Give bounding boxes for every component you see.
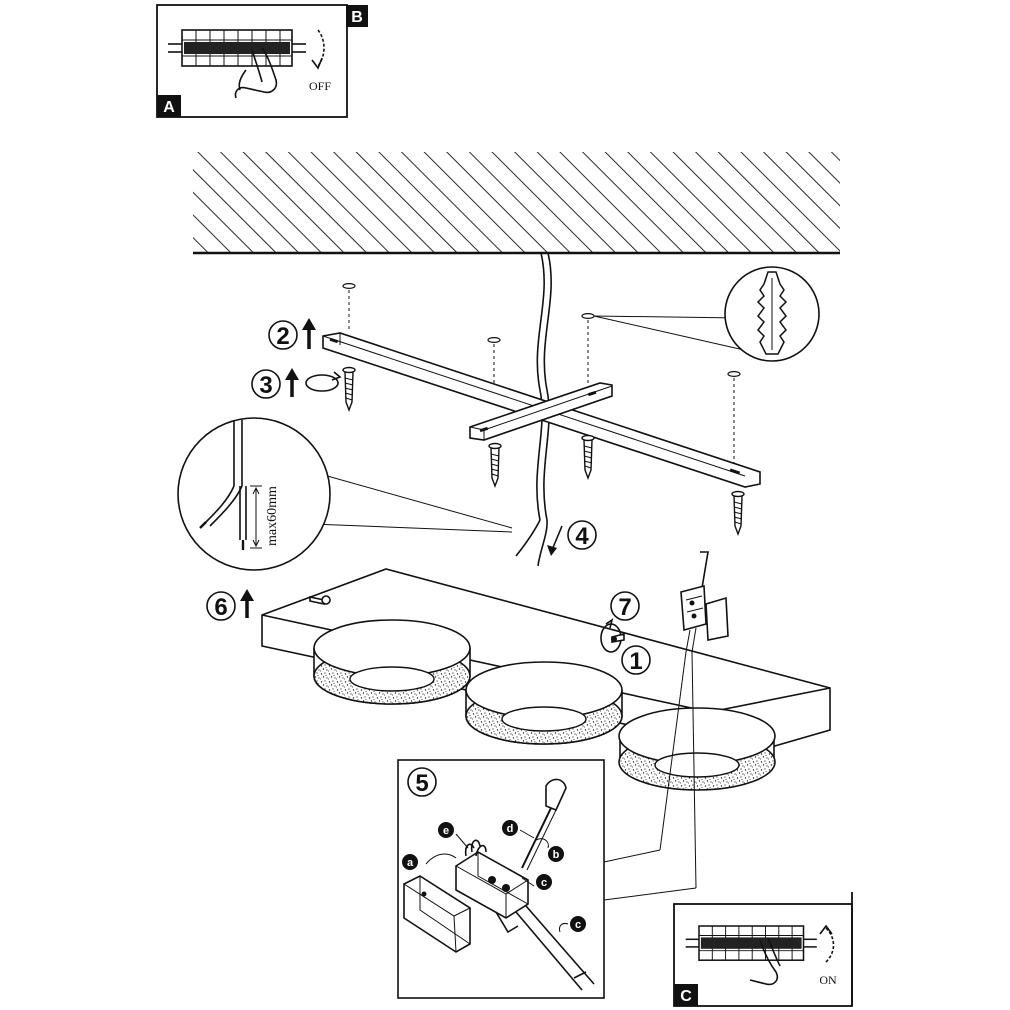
step-number-2: 2 (276, 323, 289, 350)
hand-icon (749, 937, 781, 986)
terminal-block-detail-icon (455, 851, 529, 934)
step-6: 6 (206, 589, 254, 621)
ceiling (193, 152, 840, 255)
max-length-label: max60mm (265, 486, 280, 546)
wall-plug-icon (756, 271, 788, 355)
switch-state-off: OFF (309, 79, 331, 93)
panel-letter-c: C (680, 988, 692, 1005)
svg-text:e: e (443, 825, 449, 837)
svg-text:c: c (575, 919, 581, 931)
part-label-d: d (502, 820, 535, 839)
screw-icon (581, 434, 595, 479)
wall-plug-callout (593, 266, 820, 362)
step-4: 4 (547, 520, 597, 556)
drill-marks (342, 283, 741, 474)
cable-icon (515, 905, 595, 991)
panel-letter-b: B (351, 9, 363, 26)
stripped-wire-icon (199, 420, 247, 550)
arrow-down-icon (311, 29, 325, 70)
part-label-a: a (402, 853, 457, 870)
step-number-5: 5 (415, 770, 428, 797)
part-label-c-upper: c (521, 874, 552, 890)
svg-text:b: b (553, 849, 560, 861)
hand-icon (234, 47, 278, 99)
cover-screw (600, 618, 625, 653)
rotate-icon (305, 371, 342, 392)
step-number-4: 4 (575, 523, 589, 550)
step-7: 7 (610, 591, 640, 621)
step-3: 3 (251, 368, 342, 399)
screwdriver-icon (521, 778, 567, 871)
switch-state-on: ON (819, 973, 837, 987)
step-number-3: 3 (259, 372, 272, 399)
arrow-up-icon (285, 368, 299, 397)
step-number-1: 1 (629, 648, 642, 675)
wire-strip-callout: max60mm (177, 417, 513, 571)
svg-text:a: a (407, 857, 414, 869)
wiring-detail-panel: 5 (397, 759, 605, 999)
step-2: 2 (268, 318, 316, 350)
screw-icon (488, 442, 502, 487)
lamp-ring-middle (465, 661, 623, 745)
panel-letter-a: A (163, 99, 175, 116)
part-label-c-lower: c (559, 916, 586, 933)
side-screw-icon (309, 595, 331, 605)
mains-cable (515, 252, 552, 567)
terminal-block-icon (680, 551, 729, 653)
panel-breaker-off: B A OFF (156, 4, 368, 118)
arrow-up-icon (819, 924, 835, 963)
breaker-switch-icon (684, 925, 818, 961)
step-number-7: 7 (618, 594, 631, 621)
breaker-switch-icon (167, 29, 307, 67)
svg-text:c: c (541, 877, 547, 889)
dimension-marker (250, 485, 262, 549)
terminal-cover-icon (403, 875, 471, 953)
arrow-up-icon (240, 589, 254, 618)
part-label-e: e (438, 822, 469, 849)
zoom-leader-lines (603, 651, 697, 901)
arrow-down-icon (547, 525, 563, 556)
screw-icon (731, 490, 745, 535)
mounting-bracket (322, 332, 761, 488)
wire-strands-icon (464, 839, 487, 857)
screw-icon (342, 366, 356, 411)
svg-text:d: d (507, 823, 514, 835)
part-label-b: b (535, 838, 564, 862)
arrow-up-icon (302, 318, 316, 349)
lamp-ring-right (618, 707, 776, 791)
lamp-ring-left (313, 619, 471, 705)
step-number-6: 6 (214, 594, 227, 621)
panel-breaker-on: C ON (673, 892, 853, 1007)
step-1: 1 (621, 645, 651, 675)
